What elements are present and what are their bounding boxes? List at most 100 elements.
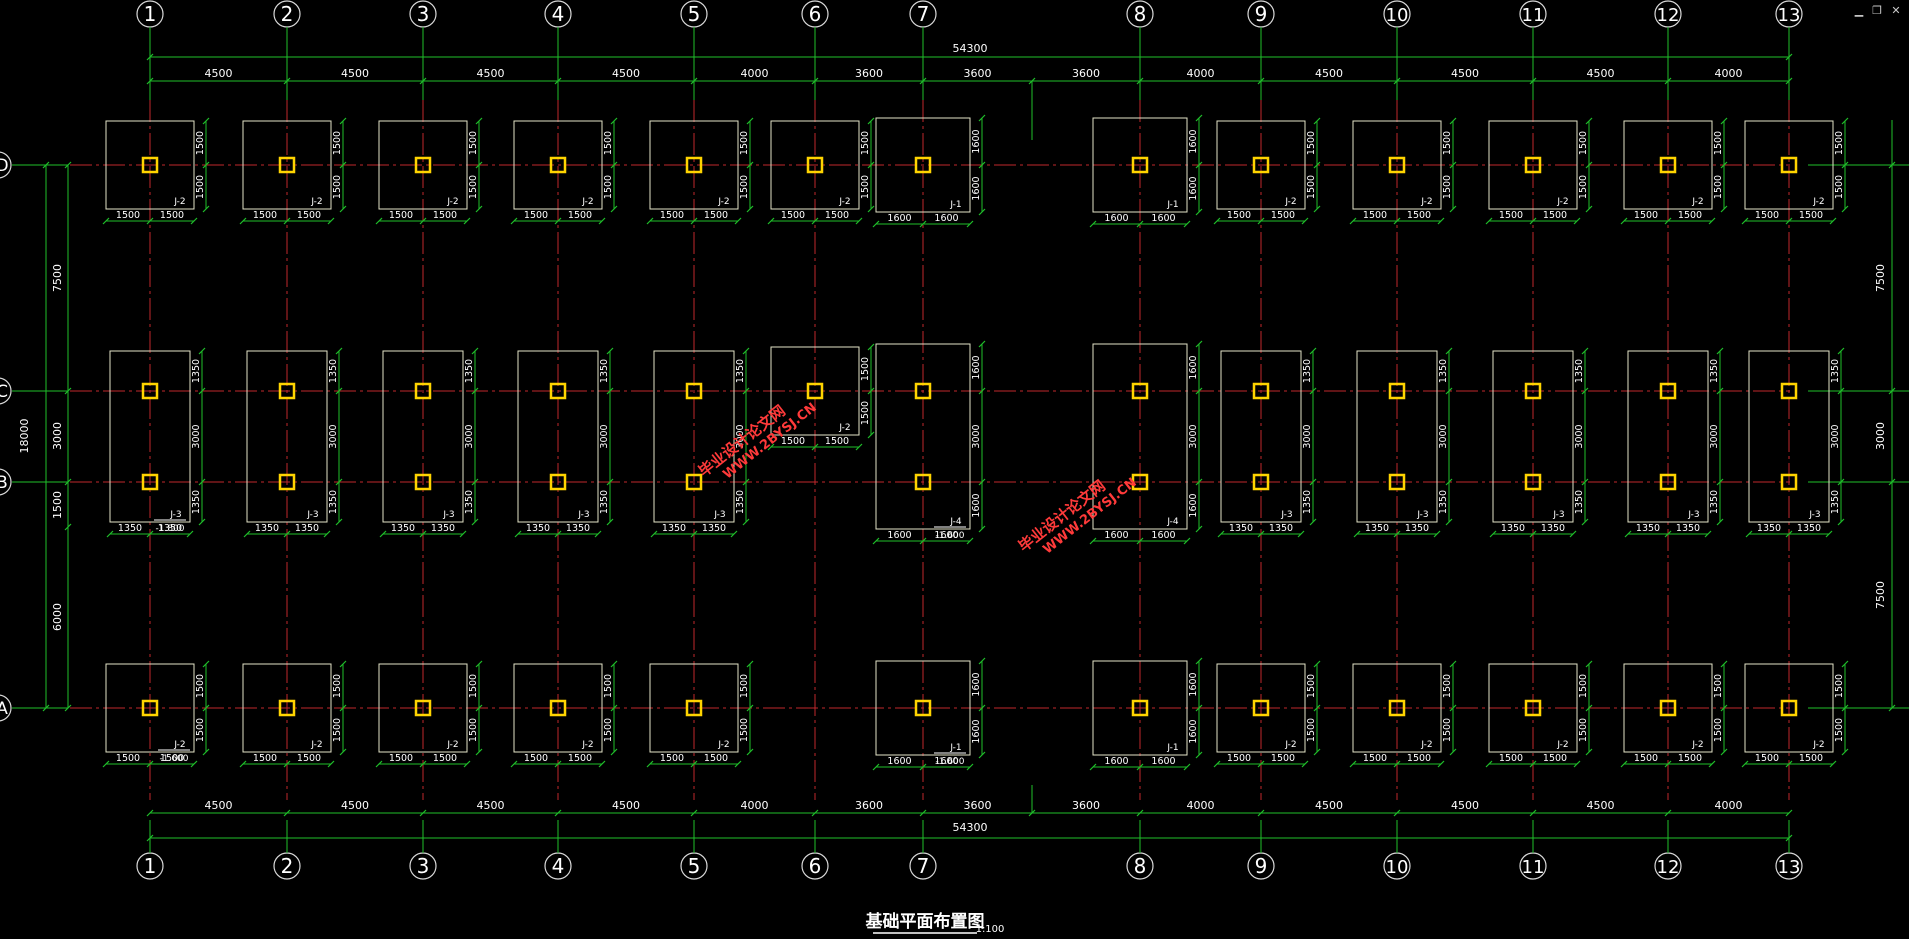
- dim-tick: [1708, 217, 1716, 225]
- footing-dim-width: 1500: [568, 210, 592, 221]
- dim-tick: [1664, 530, 1672, 538]
- dim-tick: [978, 657, 986, 665]
- footing-dim-height: 3000: [1302, 424, 1313, 448]
- column-pier: [414, 382, 432, 400]
- dim-vertical-text: 7500: [1874, 264, 1887, 292]
- dim-tick: [554, 77, 562, 85]
- footing-mark: J-2: [1420, 740, 1432, 750]
- column-pier: [1524, 156, 1542, 174]
- footing-dim-width: 1500: [253, 753, 277, 764]
- footing-dim-width: 1500: [524, 210, 548, 221]
- dim-tick: [1841, 161, 1849, 169]
- dim-tick: [1585, 117, 1593, 125]
- footing-dim-height: 1600: [1188, 493, 1199, 517]
- minimize-icon[interactable]: ▁: [1854, 4, 1864, 17]
- footing-dim-height: 1600: [971, 355, 982, 379]
- footing-dim-width: 1600: [1104, 756, 1128, 767]
- column-pier: [685, 473, 703, 491]
- dim-tick: [1195, 657, 1203, 665]
- footing-dim-height: 3000: [464, 424, 475, 448]
- dim-tick: [1393, 760, 1401, 768]
- dim-tick: [919, 809, 927, 817]
- dim-tick: [471, 478, 479, 486]
- dim-tick: [1449, 704, 1457, 712]
- footing-dim-height: 1600: [971, 176, 982, 200]
- dim-tick: [1089, 763, 1097, 771]
- footing-mark: J-4: [1166, 517, 1179, 527]
- dim-tick: [811, 809, 819, 817]
- footing-J-3: [246, 350, 328, 523]
- axis-bubble-D: [0, 151, 12, 179]
- dim-tick: [1841, 704, 1849, 712]
- footing-dim-width: 1500: [1634, 210, 1658, 221]
- footing-dim-width: 1350: [1636, 523, 1660, 534]
- footing-dim-height: 1500: [332, 674, 343, 698]
- footing-dim-width: 1500: [825, 210, 849, 221]
- drawing-scale: 1:100: [976, 924, 1005, 935]
- dim-tick: [1393, 77, 1401, 85]
- footing-J-2: [770, 346, 860, 436]
- footing-mark: J-2: [446, 740, 458, 750]
- dim-tick: [64, 523, 72, 531]
- dim-tick: [1825, 530, 1833, 538]
- footing-dim-width: 1500: [1543, 210, 1567, 221]
- dim-tick: [1183, 220, 1191, 228]
- footing-dim-width: 1500: [1499, 210, 1523, 221]
- dim-tick: [1309, 347, 1317, 355]
- dim-tick: [1313, 704, 1321, 712]
- dim-tick: [471, 387, 479, 395]
- footing-dim-height: 1600: [1188, 719, 1199, 743]
- footing-dim-width: 1600: [934, 213, 958, 224]
- footing-mark: J-3: [577, 510, 589, 520]
- dim-tick: [335, 478, 343, 486]
- footing-J-2: [242, 663, 332, 753]
- dim-tick: [1393, 217, 1401, 225]
- footing-mark: J-2: [310, 197, 322, 207]
- close-icon[interactable]: ✕: [1891, 4, 1901, 17]
- dim-tick: [190, 760, 198, 768]
- dim-tick: [471, 347, 479, 355]
- dim-tick: [283, 760, 291, 768]
- footing-dim-height: 1500: [603, 674, 614, 698]
- dim-tick: [978, 387, 986, 395]
- footing-mark: J-2: [446, 197, 458, 207]
- footing-dim-height: 1500: [1578, 131, 1589, 155]
- footing-mark: J-2: [717, 740, 729, 750]
- restore-icon[interactable]: ❐: [1872, 4, 1882, 17]
- footing-dim-width: 1500: [1634, 753, 1658, 764]
- footing-dim-width: 1500: [160, 753, 184, 764]
- column-pier: [914, 156, 932, 174]
- footing-dim-width: 1600: [887, 213, 911, 224]
- dim-tick: [1704, 530, 1712, 538]
- footing-dim-width: 1350: [158, 523, 182, 534]
- footing-dim-height: 1500: [1834, 674, 1845, 698]
- dim-tick: [339, 748, 347, 756]
- dim-tick: [1529, 760, 1537, 768]
- footing-dim-height: 1500: [1442, 718, 1453, 742]
- footing-dim-height: 1350: [1830, 490, 1841, 514]
- dim-tick: [475, 660, 483, 668]
- dim-tick: [375, 217, 383, 225]
- footing-mark: J-1: [1166, 200, 1178, 210]
- dim-tick: [1720, 704, 1728, 712]
- footing-J-2: [1488, 663, 1578, 753]
- footing-elevation: -1.600: [935, 531, 964, 541]
- column-pier: [278, 699, 296, 717]
- dim-tick: [1393, 530, 1401, 538]
- footing-dim-height: 1500: [1306, 131, 1317, 155]
- dim-tick: [734, 217, 742, 225]
- axis-label-8: 8: [1134, 854, 1147, 878]
- dim-tick: [1837, 518, 1845, 526]
- dim-tick: [1217, 530, 1225, 538]
- dim-tick: [419, 760, 427, 768]
- footing-dim-height: 3000: [328, 424, 339, 448]
- dim-tick: [1489, 530, 1497, 538]
- footing-J-3: [1748, 350, 1830, 523]
- footing-dim-height: 1600: [1188, 355, 1199, 379]
- footing-dim-width: 1600: [887, 756, 911, 767]
- dim-tick: [872, 220, 880, 228]
- column-pier: [1780, 382, 1798, 400]
- footing-dim-height: 1500: [468, 175, 479, 199]
- footing-mark: J-1: [1166, 743, 1178, 753]
- dim-tick: [1136, 537, 1144, 545]
